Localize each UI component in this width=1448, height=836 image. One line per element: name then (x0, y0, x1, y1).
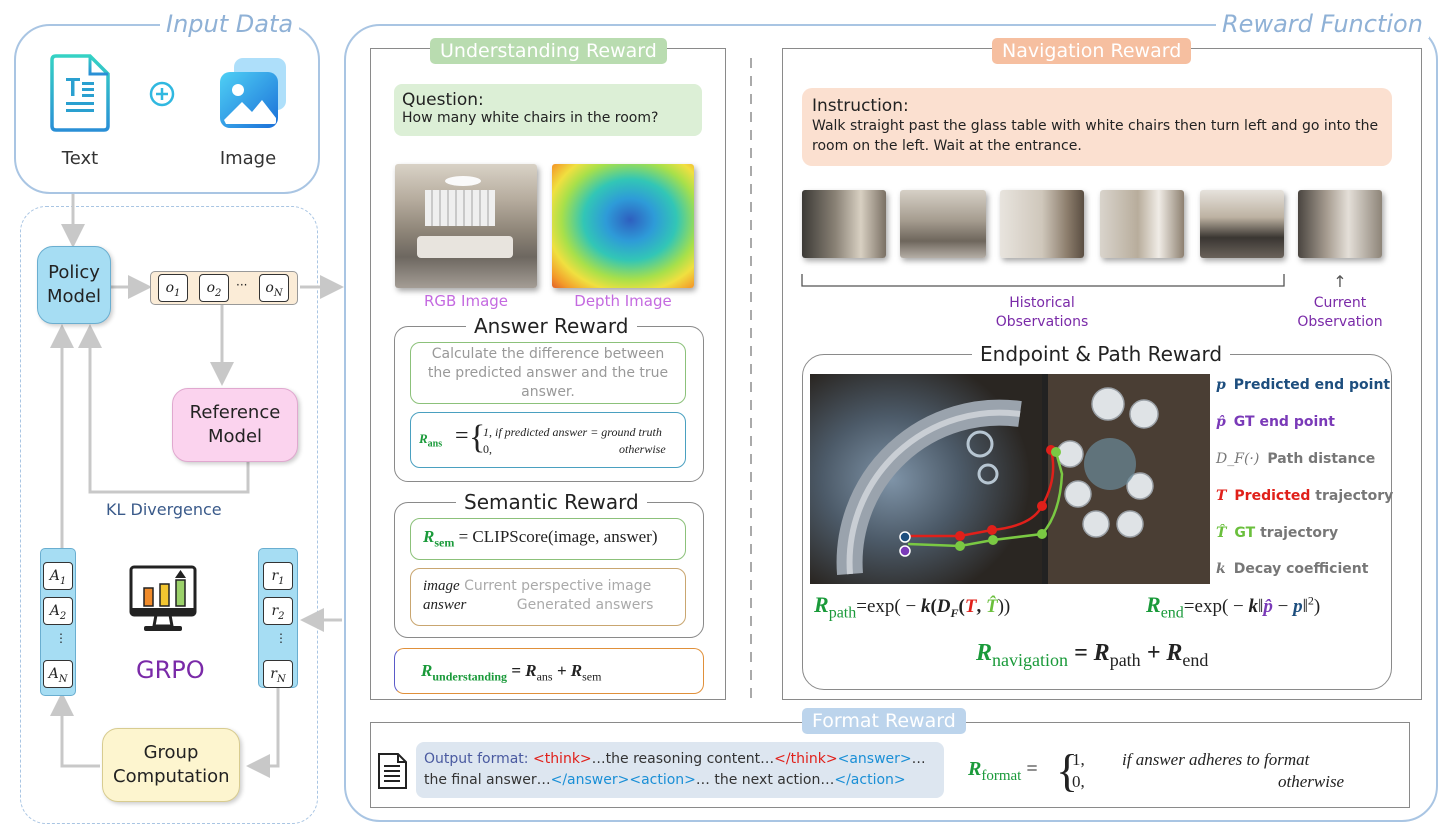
answer-description-box: Calculate the difference between the pre… (410, 342, 686, 404)
format-case1-val: 1, (1072, 750, 1085, 769)
plus-icon (149, 81, 175, 107)
understanding-reward-pill: Understanding Reward (430, 38, 667, 64)
observation-frame-5 (1200, 190, 1284, 258)
reward-function-title: Reward Function (1216, 10, 1429, 38)
advantages-vdots: ⋮ (55, 631, 67, 645)
observation-frame-1 (802, 190, 886, 258)
reference-model-box: Reference Model (172, 388, 298, 462)
r-path-formula: Rpath=exp( − k(DF(T, T̂)) (814, 592, 1011, 622)
question-title: Question: (402, 90, 484, 110)
r-ans-case0: 0, (483, 442, 492, 456)
training-panel (20, 206, 318, 824)
r-ans-case1: 1, if predicted answer = ground truth (483, 425, 662, 439)
grpo-label: GRPO (136, 656, 205, 684)
top-down-map (810, 374, 1210, 584)
output-format-box: Output format: <think>…the reasoning con… (416, 742, 944, 798)
reward-rN: rN (263, 660, 293, 688)
group-computation-box: Group Computation (102, 728, 240, 802)
reward-r2: r2 (263, 597, 293, 625)
depth-image (552, 164, 694, 288)
history-bracket (801, 274, 1285, 287)
rgb-caption: RGB Image (423, 292, 509, 310)
reward-function-panel (344, 24, 1438, 822)
legend-path-distance: D_F(·)Path distance (1216, 451, 1376, 467)
r-ans-formula: Rans = { 1, if predicted answer = ground… (410, 412, 686, 468)
format-reward-pill: Format Reward (802, 708, 966, 734)
r-navigation-formula: Rnavigation = Rpath + Rend (976, 640, 1209, 670)
rewards-vdots: ⋮ (275, 631, 287, 645)
input-data-title: Input Data (160, 10, 300, 38)
legend-gt-endpoint: p̂GT end point (1216, 414, 1335, 430)
policy-model-box: Policy Model (37, 246, 111, 324)
image-label: Image (219, 148, 277, 169)
rgb-image (395, 164, 537, 288)
endpoint-path-title: Endpoint & Path Reward (972, 342, 1231, 366)
depth-caption: Depth Image (574, 292, 672, 310)
r-format-formula: Rformat = { 1, 0, if answer adheres to f… (968, 745, 1345, 796)
reward-r1: r1 (263, 562, 293, 590)
training-flow-arrows (50, 194, 344, 778)
r-ans-brace: { (469, 419, 486, 456)
observation-frame-2 (900, 190, 986, 258)
instruction-title: Instruction: (812, 96, 909, 116)
question-text: How many white chairs in the room? (402, 110, 659, 126)
instruction-box: Instruction: Walk straight past the glas… (802, 88, 1392, 166)
monitor-chart-icon (129, 565, 197, 631)
answer-reward-title: Answer Reward (466, 314, 637, 338)
format-case0-val: 0, (1072, 772, 1085, 791)
format-case1-cond: if answer adheres to format (1122, 750, 1310, 769)
output-oN: oN (259, 274, 289, 302)
text-document-icon (50, 54, 110, 132)
instruction-text: Walk straight past the glass table with … (812, 118, 1379, 154)
semantic-reward-title: Semantic Reward (456, 490, 647, 514)
navigation-reward-pill: Navigation Reward (992, 38, 1192, 64)
format-case0-cond: otherwise (1278, 772, 1345, 791)
r-understanding-formula: Runderstanding = Rans + Rsem (394, 648, 704, 694)
advantage-aN: AN (43, 660, 73, 688)
semantic-terms-box: image Current perspective image answer G… (410, 568, 686, 626)
image-icon (220, 58, 286, 128)
question-box: Question: How many white chairs in the r… (394, 84, 702, 136)
advantage-a1: A1 (43, 562, 73, 590)
r-ans-otherwise: otherwise (619, 442, 666, 456)
current-arrow: ↑ (1333, 272, 1347, 291)
r-ans-eq: = (455, 423, 469, 449)
historical-observations-label: Historical Observations (995, 295, 1089, 330)
section-divider (750, 58, 752, 698)
observation-frame-4 (1100, 190, 1184, 258)
advantage-a2: A2 (43, 597, 73, 625)
output-o1: o1 (158, 274, 188, 302)
current-observation-label: Current Observation (1297, 295, 1383, 330)
r-ans-lhs: Rans (419, 431, 443, 450)
text-label: Text (61, 148, 99, 169)
observation-frame-3 (1000, 190, 1084, 258)
document-icon (378, 753, 407, 789)
current-observation-frame (1298, 190, 1382, 258)
output-o2: o2 (199, 274, 229, 302)
outputs-ellipsis: ··· (236, 278, 248, 292)
r-end-formula: Rend=exp( − k‖p̂ − p‖2) (1146, 592, 1321, 622)
kl-divergence-label: KL Divergence (106, 500, 222, 519)
legend-gt-trajectory: T̂GT trajectory (1216, 525, 1339, 541)
r-sem-formula: Rsem = CLIPScore(image, answer) (410, 518, 686, 560)
